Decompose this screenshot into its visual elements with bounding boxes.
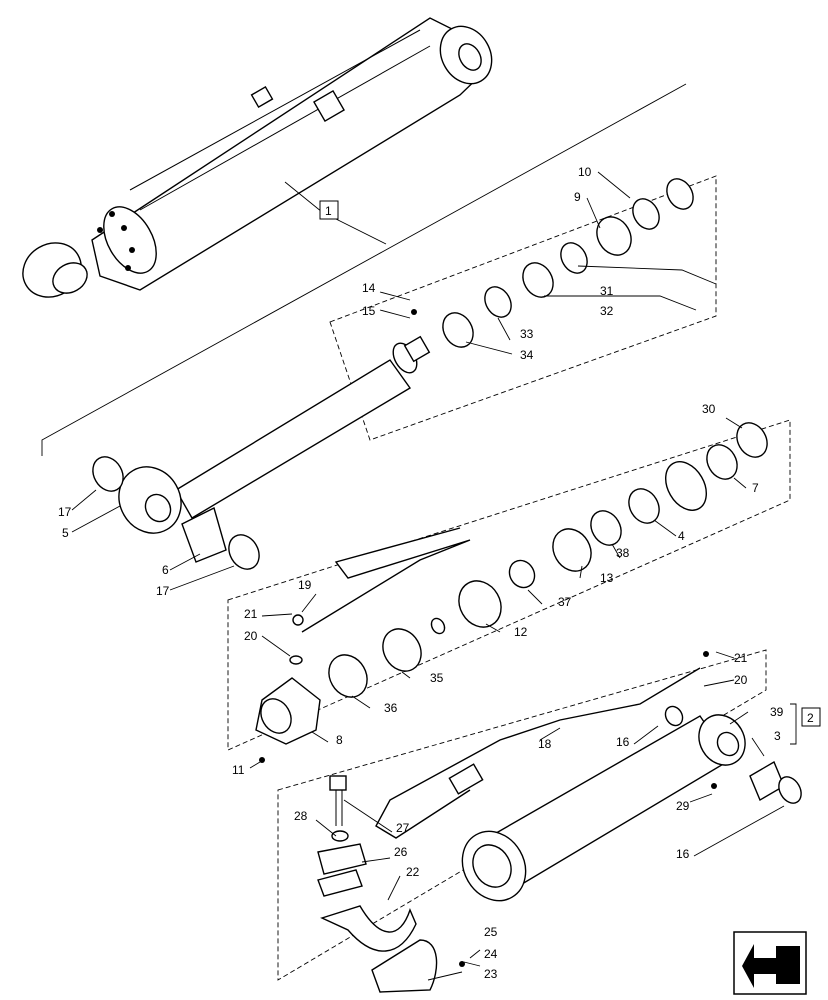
callout-35: 35: [430, 671, 444, 685]
callout-20b: 20: [734, 673, 748, 687]
piston-rod-group: [92, 175, 717, 570]
callout-7: 7: [752, 481, 759, 495]
callout-1: 1: [325, 204, 332, 218]
callout-12: 12: [514, 625, 528, 639]
callout-38: 38: [616, 546, 630, 560]
callout-10: 10: [578, 165, 592, 179]
callout-13: 13: [600, 571, 614, 585]
callout-39: 39: [770, 705, 784, 719]
callout-3: 3: [774, 729, 781, 743]
callout-2: 2: [807, 711, 814, 725]
callout-34: 34: [520, 348, 534, 362]
callout-37: 37: [558, 595, 572, 609]
callout-32: 32: [600, 304, 614, 318]
piston-head-group: [227, 419, 791, 763]
assembled-cylinder: [22, 17, 493, 298]
callout-9: 9: [574, 190, 581, 204]
callout-31: 31: [600, 284, 614, 298]
reference-frame-1: 1: [41, 83, 687, 456]
callout-28: 28: [294, 809, 308, 823]
callout-14: 14: [362, 281, 376, 295]
callout-26: 26: [394, 845, 408, 859]
callout-8: 8: [336, 733, 343, 747]
callout-24: 24: [484, 947, 498, 961]
callout-labels: 10 9 31 32 33 34 14 15 17 5 6 17 30 7 4 …: [58, 165, 821, 981]
callout-5: 5: [62, 526, 69, 540]
callout-18: 18: [538, 737, 552, 751]
callout-22: 22: [406, 865, 420, 879]
callout-21b: 21: [734, 651, 748, 665]
callout-30: 30: [702, 402, 716, 416]
callout-11: 11: [232, 763, 245, 777]
callout-16b: 16: [676, 847, 690, 861]
callout-20a: 20: [244, 629, 258, 643]
cylinder-tube-group: [277, 649, 802, 993]
callout-21a: 21: [244, 607, 258, 621]
callout-6: 6: [162, 563, 169, 577]
leader-lines: [71, 171, 797, 981]
callout-29: 29: [676, 799, 690, 813]
callout-25: 25: [484, 925, 498, 939]
callout-15: 15: [362, 304, 376, 318]
callout-4: 4: [678, 529, 685, 543]
callout-17a: 17: [58, 505, 72, 519]
callout-19: 19: [298, 578, 312, 592]
callout-23: 23: [484, 967, 498, 981]
arrow-left-down-icon[interactable]: [733, 931, 807, 995]
callout-17b: 17: [156, 584, 170, 598]
callout-27: 27: [396, 821, 410, 835]
callout-33: 33: [520, 327, 534, 341]
callout-16a: 16: [616, 735, 630, 749]
callout-36: 36: [384, 701, 398, 715]
